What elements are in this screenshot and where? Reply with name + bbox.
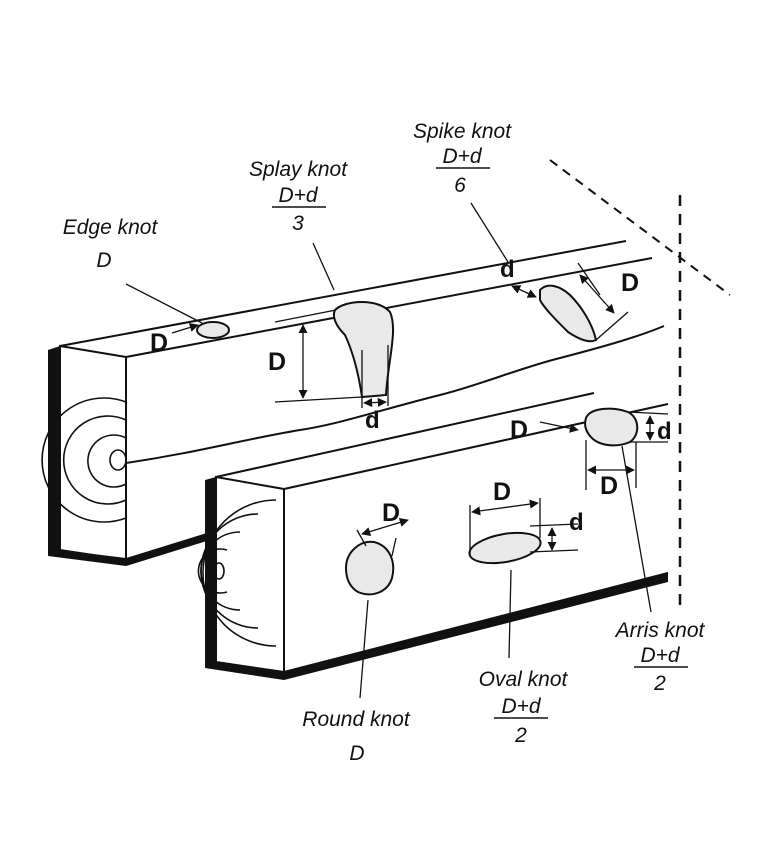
back-board-top-front-edge [125, 257, 653, 358]
arris-knot-ext-d-top [627, 411, 669, 415]
front-board [197, 392, 669, 680]
arris-knot-label: Arris knot D+d 2 [614, 619, 706, 695]
splay-knot-dim-D-label: D [268, 348, 286, 376]
front-board-top-back-edge [215, 392, 595, 478]
oval-knot-label: Oval knot D+d 2 [479, 668, 569, 747]
oval-knot-denominator: 2 [514, 724, 527, 747]
spike-knot-ext-2 [595, 311, 629, 341]
edge-knot-dim-label: D [150, 329, 168, 357]
back-board-growth-rings [41, 397, 127, 523]
front-board-side-face [284, 404, 668, 672]
arris-knot-dim-D-top [539, 421, 579, 433]
round-knot-name: Round knot [302, 708, 411, 731]
oval-knot-name: Oval knot [479, 668, 569, 691]
front-board-end-face [215, 475, 285, 674]
splay-knot-shape [332, 301, 395, 399]
oval-knot-ext-d-top [529, 523, 579, 527]
splay-knot-ext-bottom [274, 396, 363, 403]
spike-knot-label: Spike knot D+d 6 [413, 120, 512, 197]
splay-knot-denominator: 3 [292, 212, 304, 235]
edge-knot-shape [196, 321, 230, 339]
oval-knot-ext-d-bottom [529, 549, 579, 553]
splay-knot-name: Splay knot [249, 158, 348, 181]
round-knot-leader [359, 599, 369, 699]
back-board [41, 240, 665, 566]
round-knot-ext-2 [391, 537, 397, 557]
back-board-side-crack [125, 325, 665, 464]
edge-knot-label: Edge knot D [63, 216, 159, 272]
arris-knot-numerator: D+d [640, 644, 680, 667]
round-knot-label: Round knot D [302, 708, 411, 765]
front-board-growth-rings [197, 499, 277, 647]
splay-knot-ext-top [274, 309, 337, 323]
front-board-bottom-edge [283, 572, 669, 673]
oval-knot-dim-D [471, 499, 539, 516]
splay-knot-label: Splay knot D+d 3 [249, 158, 348, 235]
round-knot-dim-D [361, 518, 409, 536]
front-board-top-face [216, 393, 668, 489]
back-board-shadow-left [48, 346, 60, 556]
spike-knot-numerator: D+d [442, 145, 482, 168]
spike-knot-denominator: 6 [454, 174, 466, 197]
round-knot-formula: D [349, 742, 364, 765]
oval-knot-dim-d-label: d [569, 509, 584, 536]
edge-knot-formula: D [96, 249, 111, 272]
arris-knot-dim-d-label: d [657, 418, 672, 445]
arris-knot-name: Arris knot [614, 619, 706, 642]
front-board-shadow-bottom [205, 572, 668, 680]
cut-line-diagonal [549, 159, 731, 296]
spike-knot-dim-d-label: d [500, 256, 515, 283]
spike-knot-shape [539, 284, 598, 343]
round-knot-dim-label: D [382, 499, 400, 527]
splay-knot-numerator: D+d [278, 184, 318, 207]
front-board-shadow-left [205, 477, 216, 668]
edge-knot-leader [125, 283, 203, 324]
spike-knot-name: Spike knot [413, 120, 512, 143]
splay-knot-leader [312, 242, 335, 291]
arris-knot-denominator: 2 [653, 672, 666, 695]
round-knot-shape [344, 540, 395, 596]
arris-knot-shape [584, 407, 639, 447]
round-knot-ext-1 [356, 529, 367, 547]
oval-knot-dim-D-label: D [493, 478, 511, 506]
back-board-end-face [59, 344, 127, 562]
spike-knot-dim-D [579, 274, 615, 314]
edge-knot-dim-line [171, 323, 199, 334]
oval-knot-leader [508, 569, 512, 659]
back-board-top-back-edge [59, 240, 627, 347]
back-board-shadow-bottom [48, 532, 210, 566]
arris-knot-dim-D-top-label: D [510, 416, 528, 444]
arris-knot-dim-D-bottom-label: D [600, 472, 618, 500]
spike-knot-dim-D-label: D [621, 269, 639, 297]
spike-knot-dim-d [511, 285, 537, 298]
splay-knot-dim-d-label: d [365, 407, 380, 434]
oval-knot-numerator: D+d [501, 695, 541, 718]
splay-knot-dim-d [363, 397, 387, 408]
edge-knot-name: Edge knot [63, 216, 159, 239]
arris-knot-leader [621, 445, 652, 613]
spike-knot-leader [470, 202, 509, 263]
